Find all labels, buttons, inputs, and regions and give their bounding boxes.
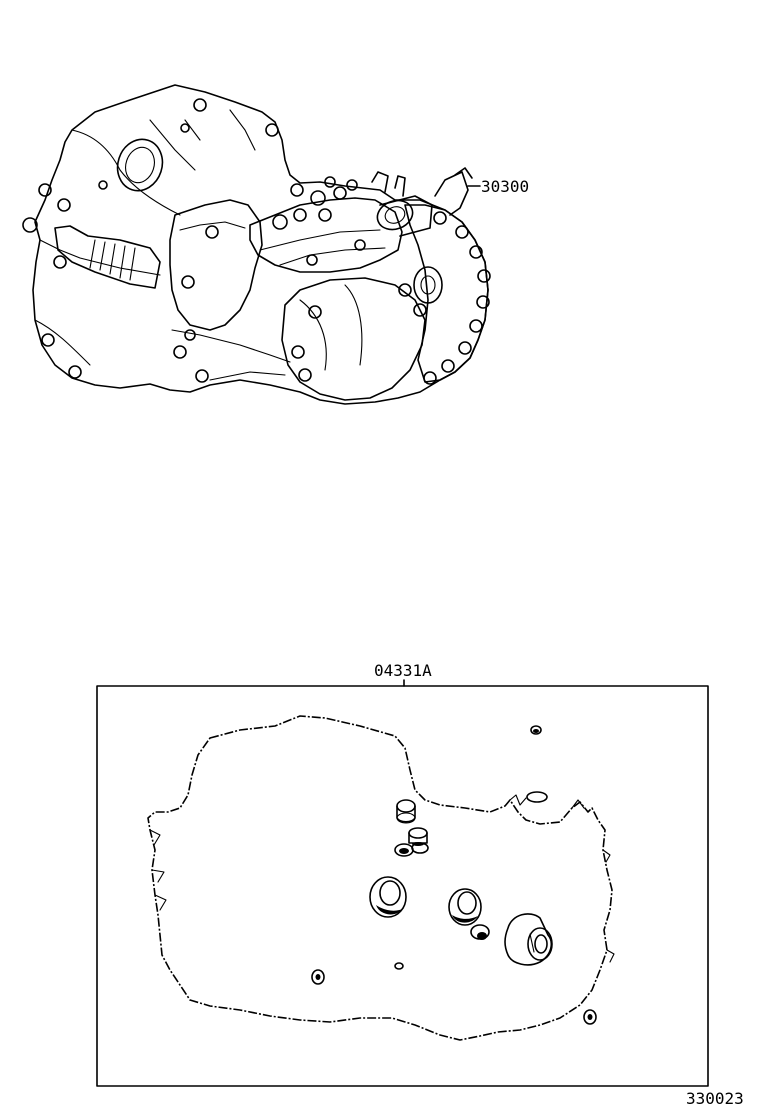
- small-seal: [470, 924, 490, 940]
- part-number-transaxle: 30300: [481, 177, 529, 196]
- gasket-kit-illustration: [147, 715, 615, 1041]
- gasket-washer: [411, 842, 429, 854]
- callout-30300: 30300: [467, 177, 529, 196]
- transaxle-assembly-illustration: [22, 84, 491, 405]
- oil-seal: [448, 888, 482, 926]
- oil-seal: [369, 876, 407, 918]
- small-washer: [311, 969, 325, 985]
- small-washer: [394, 962, 404, 970]
- o-ring: [526, 791, 548, 803]
- boot-seal: [504, 913, 553, 966]
- part-number-gasket-kit: 04331A: [374, 661, 432, 680]
- callout-04331a: 04331A: [374, 661, 432, 687]
- small-plug: [530, 725, 542, 735]
- drain-plug: [396, 799, 416, 824]
- gasket-washer: [394, 843, 414, 857]
- figure-number: 330023: [686, 1089, 744, 1108]
- small-washer: [583, 1009, 597, 1025]
- gasket-kit-frame: [96, 685, 709, 1087]
